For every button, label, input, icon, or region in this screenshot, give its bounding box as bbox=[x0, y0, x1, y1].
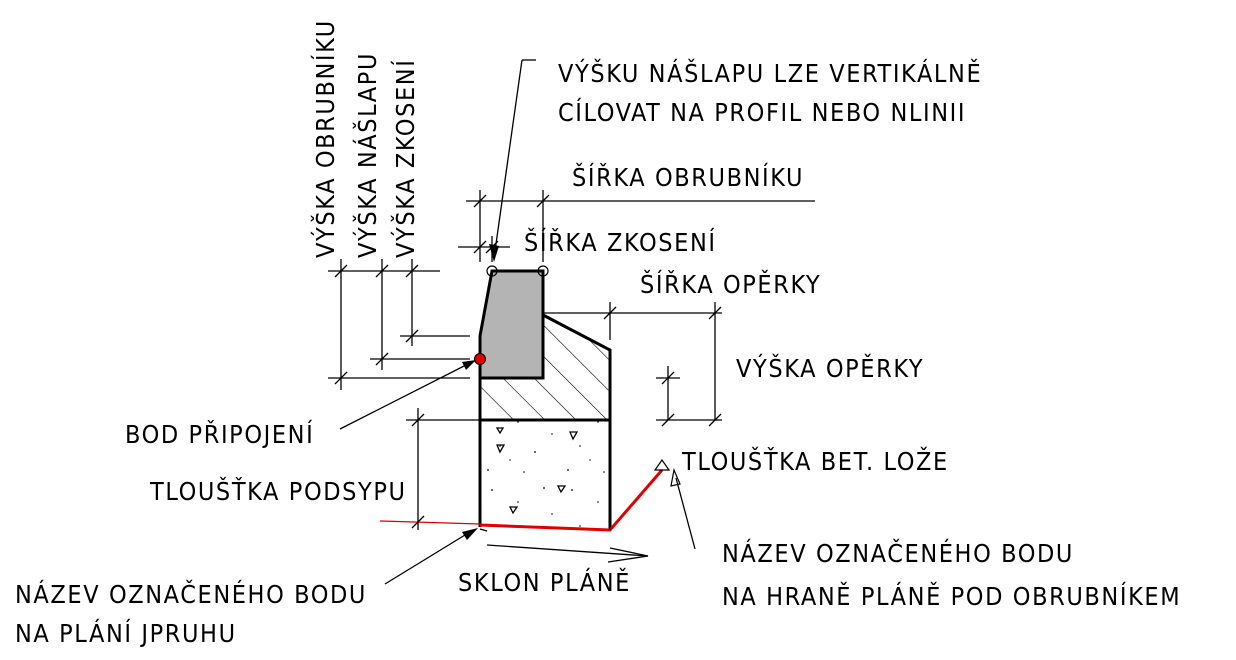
label-point-edge-line2: NA HRANĚ PLÁNĚ POD OBRUBNÍKEM bbox=[722, 582, 1181, 611]
slope-arrow bbox=[479, 528, 649, 563]
aggregate-triangle bbox=[495, 427, 505, 435]
label-subbase-thickness: TLOUŠŤKA PODSYPU bbox=[149, 476, 407, 506]
corner-marker-right bbox=[537, 265, 549, 277]
leader-lines bbox=[339, 59, 696, 585]
attachment-point bbox=[474, 353, 486, 365]
aggregate-triangle bbox=[508, 506, 519, 515]
dimension-heights-left bbox=[328, 259, 470, 390]
curb-shape bbox=[478, 269, 545, 380]
label-bedding-thickness: TLOUŠŤKA BET. LOŽE bbox=[681, 446, 949, 476]
label-curb-width: ŠÍŘKA OBRUBNÍKU bbox=[572, 162, 804, 192]
dimension-backrest-height bbox=[656, 366, 722, 427]
subgrade-line bbox=[379, 420, 664, 532]
label-curb-height: VÝŠKA OBRUBNÍKU bbox=[310, 19, 340, 258]
label-backrest-width: ŠÍŘKA OPĚRKY bbox=[640, 269, 821, 299]
dimension-backrest-width bbox=[543, 302, 722, 420]
corner-marker-left bbox=[486, 265, 498, 277]
label-step-height: VÝŠKA NÁŠLAPU bbox=[352, 52, 382, 258]
label-point-plane-line2: NA PLÁNÍ JPRUHU bbox=[15, 619, 237, 648]
label-point-plane-line1: NÁZEV OZNAČENÉHO BODU bbox=[15, 579, 367, 609]
label-chamfer-height: VÝŠKA ZKOSENÍ bbox=[390, 59, 420, 258]
label-slope: SKLON PLÁNĚ bbox=[458, 568, 631, 597]
aggregate-triangle bbox=[569, 431, 579, 441]
dimension-subbase-thickness bbox=[406, 408, 480, 530]
dimension-curb-width bbox=[466, 190, 815, 262]
note-line2: CÍLOVAT NA PROFIL NEBO NLINII bbox=[558, 98, 966, 127]
aggregate-triangle bbox=[556, 485, 567, 494]
label-point-edge-line1: NÁZEV OZNAČENÉHO BODU bbox=[722, 538, 1074, 568]
label-attachment-point: BOD PŘIPOJENÍ bbox=[125, 420, 314, 449]
label-backrest-height: VÝŠKA OPĚRKY bbox=[736, 353, 924, 383]
label-chamfer-width: ŠÍŘKA ZKOSENÍ bbox=[524, 227, 717, 257]
concrete-bedding bbox=[480, 420, 610, 529]
aggregate-triangle bbox=[496, 444, 506, 454]
note-line1: VÝŠKU NÁŠLAPU LZE VERTIKÁLNĚ bbox=[558, 58, 982, 88]
backrest-hatched bbox=[480, 315, 610, 420]
dimension-chamfer-width bbox=[458, 236, 510, 262]
